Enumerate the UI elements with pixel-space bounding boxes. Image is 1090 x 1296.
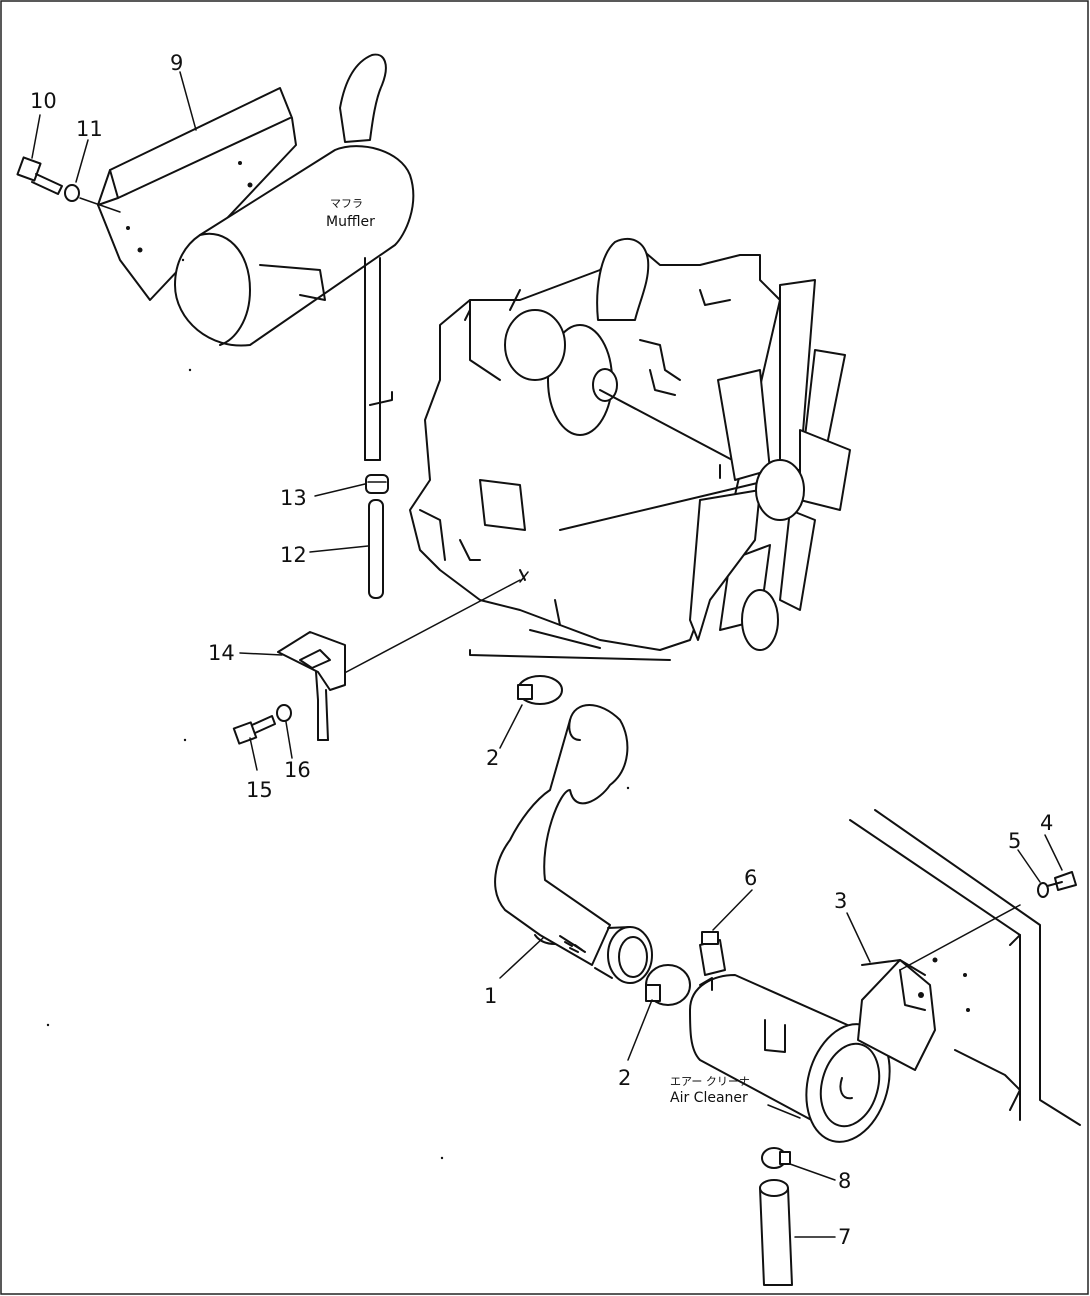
evacuator-hose-7 <box>759 1179 793 1286</box>
callout-3: 3 <box>834 889 847 913</box>
hose-clamp-13 <box>365 474 389 494</box>
callout-7: 7 <box>838 1225 851 1249</box>
muffler-label-en: Muffler <box>326 214 375 230</box>
scan-dots <box>46 258 630 1160</box>
bolt-15 <box>232 715 276 745</box>
callout-13: 13 <box>280 486 307 510</box>
washer-11 <box>64 184 80 202</box>
air-cleaner-bracket-3 <box>857 959 936 1071</box>
hose-clamp-8 <box>761 1147 791 1169</box>
callout-5: 5 <box>1008 829 1021 853</box>
engine-fan <box>689 279 851 651</box>
engine-assembly <box>409 238 781 661</box>
muffler: マフラ Muffler <box>174 53 415 347</box>
bracket-14 <box>277 631 346 741</box>
callout-16: 16 <box>284 758 311 782</box>
air-cleaner-label-en: Air Cleaner <box>670 1090 748 1106</box>
leader-bracket-engine <box>334 579 521 679</box>
washer-5 <box>1037 882 1049 898</box>
callout-9: 9 <box>170 51 183 75</box>
callout-11: 11 <box>76 117 103 141</box>
bolt-10 <box>16 156 63 195</box>
callout-6: 6 <box>744 866 757 890</box>
muffler-label-jp: マフラ <box>330 197 363 210</box>
callout-14: 14 <box>208 641 235 665</box>
hose-clamp-2-lower <box>645 964 691 1006</box>
callout-4: 4 <box>1040 811 1053 835</box>
callout-2-lower: 2 <box>618 1066 631 1090</box>
callout-labels: 9 10 11 13 12 14 15 16 2 1 2 6 3 4 5 8 7 <box>30 51 1053 1249</box>
washer-16 <box>276 704 292 722</box>
muffler-cover <box>97 87 297 301</box>
callout-15: 15 <box>246 778 273 802</box>
callout-1: 1 <box>484 984 497 1008</box>
callout-8: 8 <box>838 1169 851 1193</box>
drain-hose-12 <box>368 499 384 599</box>
leader-lines <box>31 71 1063 1238</box>
hose-clamp-2-upper <box>517 675 563 705</box>
air-cleaner: エアー クリーナ Air Cleaner <box>670 974 891 1143</box>
air-cleaner-label-jp: エアー クリーナ <box>670 1075 750 1088</box>
dust-indicator-6 <box>699 931 726 976</box>
callout-10: 10 <box>30 89 57 113</box>
muffler-drain-pipe <box>364 257 393 461</box>
air-hose-1 <box>494 704 653 984</box>
callout-12: 12 <box>280 543 307 567</box>
frame-plate <box>849 809 1081 1126</box>
callout-2-upper: 2 <box>486 746 499 770</box>
